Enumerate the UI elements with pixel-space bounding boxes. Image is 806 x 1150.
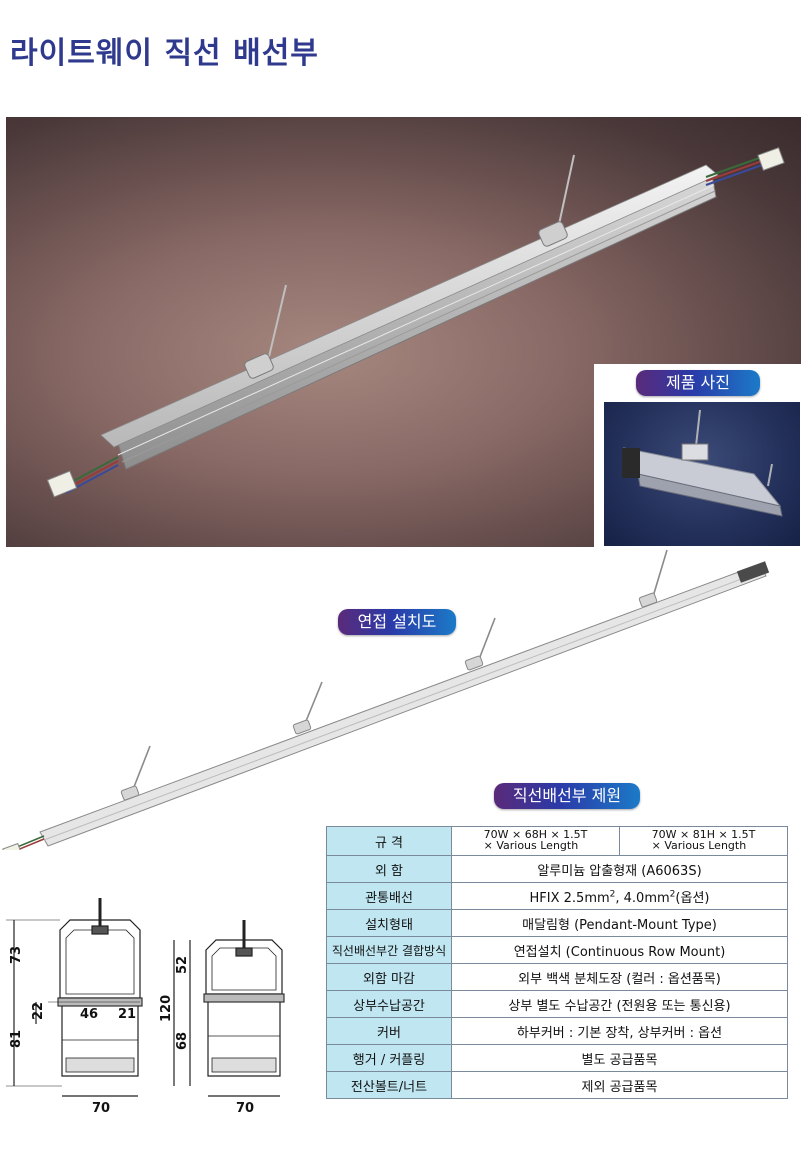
- hanger-clip: [120, 785, 140, 801]
- table-row: 외함 마감 외부 백색 분체도장 (컬러 : 옵션품목): [326, 963, 788, 991]
- spec-label: 직선배선부간 결합방식: [326, 936, 452, 964]
- dim-right-width: 70: [236, 1101, 254, 1116]
- hanger-clip: [538, 221, 568, 247]
- lightway-rail-render: [46, 147, 785, 498]
- hanger-wire: [477, 617, 496, 663]
- dim-left-lower: 81: [9, 1030, 24, 1048]
- table-row: 규 격 70W × 68H × 1.5T× Various Length 70W…: [326, 826, 788, 856]
- dim-right-total: 120: [159, 995, 174, 1022]
- spec-title-badge: 직선배선부 제원: [494, 783, 640, 809]
- rail-run: [39, 563, 767, 847]
- table-row: 커버 하부커버 : 기본 장착, 상부커버 : 옵션: [326, 1017, 788, 1045]
- product-photo-badge: 제품 사진: [636, 370, 760, 396]
- spec-value: 제외 공급품목: [451, 1071, 788, 1099]
- hanger-wire: [303, 681, 323, 727]
- spec-size-b: 70W × 81H × 1.5T× Various Length: [619, 826, 788, 856]
- hanger-wire: [651, 550, 668, 601]
- spec-label: 전산볼트/너트: [326, 1071, 452, 1099]
- hanger-wire: [131, 745, 151, 793]
- cable-end-left: [2, 835, 45, 850]
- dim-right-upper: 52: [175, 956, 190, 974]
- page-title: 라이트웨이 직선 배선부: [10, 36, 319, 71]
- spec-label: 관통배선: [326, 882, 452, 910]
- hanger-clip: [292, 719, 312, 735]
- table-row: 전산볼트/너트 제외 공급품목: [326, 1071, 788, 1099]
- spec-value: 연접설치 (Continuous Row Mount): [451, 936, 788, 964]
- hanger-clip: [638, 592, 658, 608]
- dim-left-upper: 73: [9, 946, 24, 964]
- hanger-clip: [464, 655, 484, 671]
- dim-left-side: 21: [118, 1007, 136, 1022]
- spec-label: 행거 / 커플링: [326, 1044, 452, 1072]
- hero-product-render: [6, 117, 801, 547]
- spec-table: 규 격 70W × 68H × 1.5T× Various Length 70W…: [326, 826, 788, 1099]
- spec-label: 외 함: [326, 855, 452, 883]
- spec-label: 상부수납공간: [326, 990, 452, 1018]
- dim-left-inner: 46: [80, 1007, 98, 1022]
- dim-left-width: 70: [92, 1101, 110, 1116]
- hanger-wire: [267, 284, 287, 362]
- spec-label: 외함 마감: [326, 963, 452, 991]
- table-row: 행거 / 커플링 별도 공급품목: [326, 1044, 788, 1072]
- spec-value: 매달림형 (Pendant-Mount Type): [451, 909, 788, 937]
- spec-value: HFIX 2.5mm2, 4.0mm2(옵션): [451, 882, 788, 910]
- spec-label-size: 규 격: [326, 826, 452, 856]
- table-row: 설치형태 매달림형 (Pendant-Mount Type): [326, 909, 788, 937]
- table-row: 외 함 알루미늄 압출형재 (A6063S): [326, 855, 788, 883]
- dim-right-lower: 68: [175, 1032, 190, 1050]
- hanger-clip: [244, 353, 274, 379]
- rail-end-right: [736, 561, 770, 583]
- spec-label: 커버: [326, 1017, 452, 1045]
- spec-value: 외부 백색 분체도장 (컬러 : 옵션품목): [451, 963, 788, 991]
- table-row: 직선배선부간 결합방식 연접설치 (Continuous Row Mount): [326, 936, 788, 964]
- table-row: 관통배선 HFIX 2.5mm2, 4.0mm2(옵션): [326, 882, 788, 910]
- hanger-wire: [557, 154, 575, 230]
- spec-size-a: 70W × 68H × 1.5T× Various Length: [451, 826, 620, 856]
- spec-value: 하부커버 : 기본 장착, 상부커버 : 옵션: [451, 1017, 788, 1045]
- continuous-install-drawing: [2, 550, 770, 850]
- cross-section-drawings: 73 81 22 46 21 70 52 120 68 70: [6, 898, 285, 1116]
- continuous-install-badge: 연접 설치도: [338, 609, 456, 635]
- dim-left-mid: 22: [31, 1002, 46, 1020]
- cable-end-right: [705, 147, 785, 186]
- spec-value: 알루미늄 압출형재 (A6063S): [451, 855, 788, 883]
- cable-end-left: [46, 456, 119, 498]
- product-photo: [604, 402, 800, 546]
- spec-value: 별도 공급품목: [451, 1044, 788, 1072]
- table-row: 상부수납공간 상부 별도 수납공간 (전원용 또는 통신용): [326, 990, 788, 1018]
- spec-label: 설치형태: [326, 909, 452, 937]
- spec-value: 상부 별도 수납공간 (전원용 또는 통신용): [451, 990, 788, 1018]
